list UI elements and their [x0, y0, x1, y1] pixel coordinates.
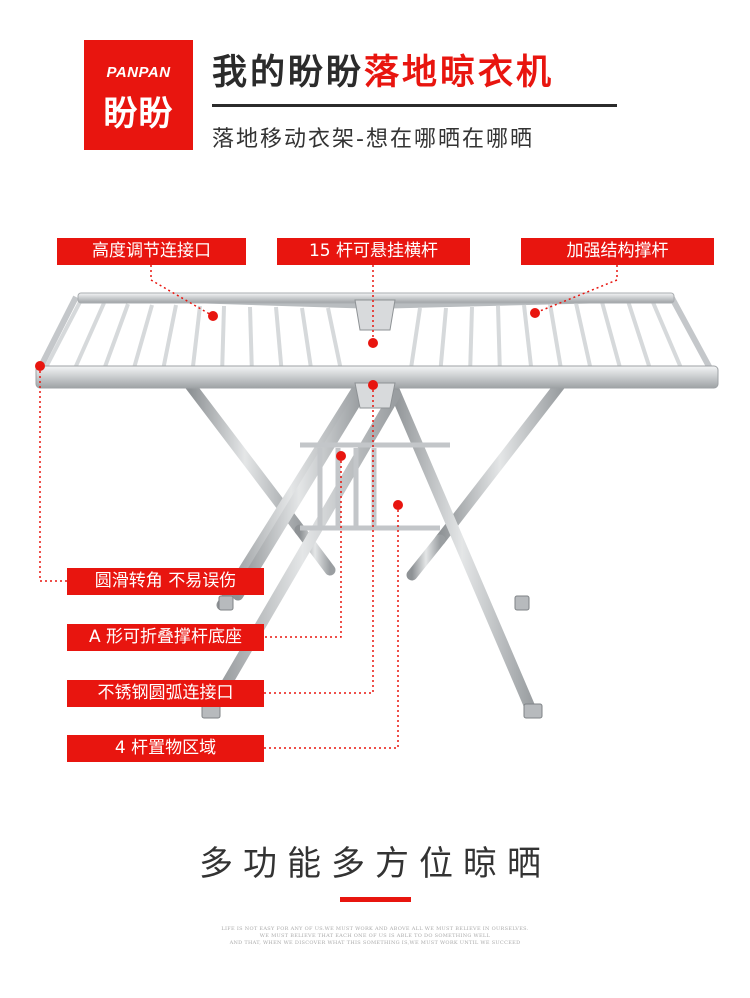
brand-latin-name: PANPAN — [106, 64, 171, 81]
center-hinges — [354, 299, 396, 409]
section-title: 多功能多方位晾晒 — [199, 844, 551, 884]
title-divider — [212, 104, 617, 107]
wing-side-rails — [35, 295, 715, 374]
rack-feet — [201, 595, 543, 719]
tagline: 落地移动衣架-想在哪晒在哪晒 — [212, 127, 534, 152]
fine-print-line-2: WE MUST BELIEVE THAT EACH ONE OF US IS A… — [259, 933, 491, 939]
brand-logo: PANPAN 盼盼 — [84, 40, 193, 150]
callout-storage-area: 4 杆置物区域 — [67, 735, 264, 762]
fine-print-line-3: AND THAT, WHEN WE DISCOVER WHAT THIS SOM… — [229, 940, 521, 946]
rack-legs — [184, 379, 566, 718]
callout-arc-connector: 不锈钢圆弧连接口 — [67, 680, 264, 707]
front-wing-frame — [35, 292, 719, 389]
callout-hanging-bars: 15 杆可悬挂横杆 — [277, 238, 470, 265]
callout-support-bar: 加强结构撑杆 — [521, 238, 714, 265]
page-title-dark: 我的盼盼 — [212, 53, 365, 93]
callout-leaders — [39, 265, 618, 749]
page-title: 我的盼盼落地晾衣机 — [212, 44, 554, 95]
fine-print-line-1: LIFE IS NOT EASY FOR ANY OF US.WE MUST W… — [221, 926, 529, 932]
section-divider — [340, 897, 411, 902]
callout-dots — [35, 308, 540, 510]
storage-shelf — [300, 442, 450, 531]
page-title-red: 落地晾衣机 — [364, 53, 555, 93]
callout-height-joint: 高度调节连接口 — [57, 238, 246, 265]
hanging-bars — [40, 299, 686, 376]
callout-foldable-base: A 形可折叠撑杆底座 — [67, 624, 264, 651]
callout-rounded-corner: 圆滑转角 不易误伤 — [67, 568, 264, 595]
brand-chinese-name: 盼盼 — [103, 94, 174, 134]
